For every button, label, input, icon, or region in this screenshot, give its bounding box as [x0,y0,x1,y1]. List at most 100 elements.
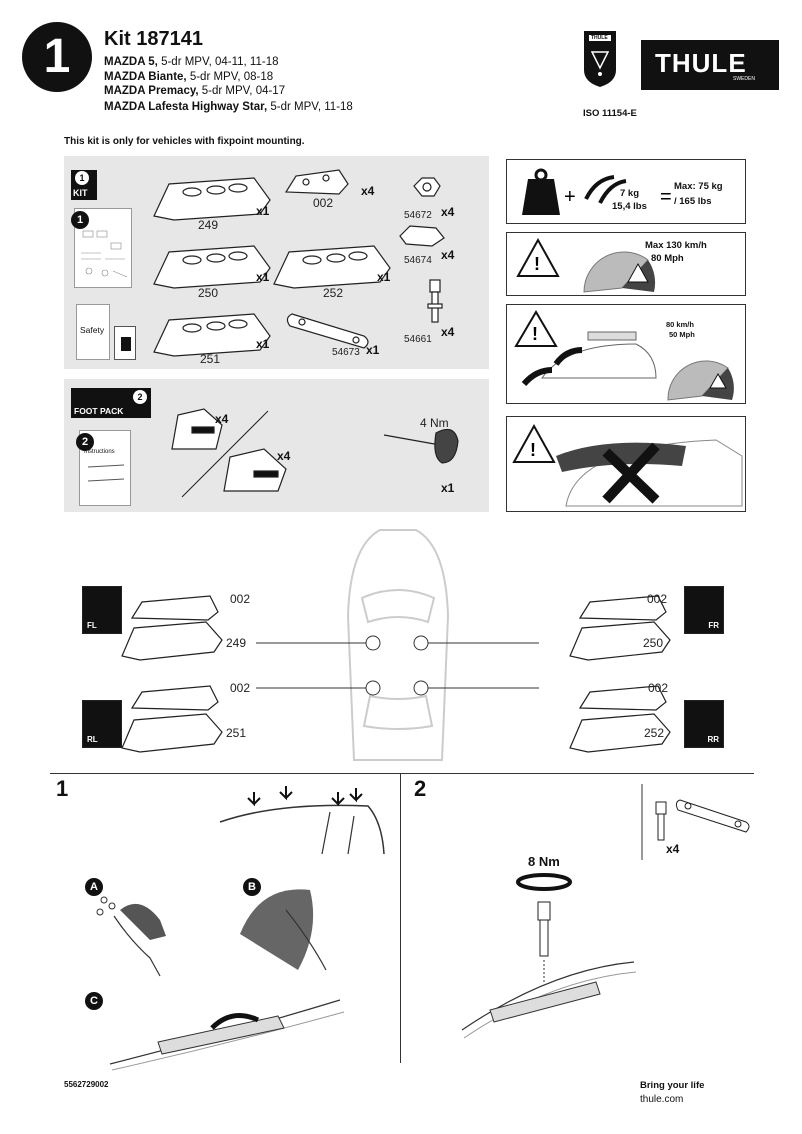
vehicle-line-1: MAZDA 5, 5-dr MPV, 04-11, 11-18 [104,56,279,68]
vehicle-model: MAZDA 5, [104,56,158,68]
brand-url[interactable]: thule.com [640,1094,684,1105]
rl-position-tag: RL [82,700,122,748]
sticker-icon [114,326,136,360]
step2-bolt-qty: x4 [666,842,680,856]
foot-pack-label: FOOT PACK [74,406,124,416]
foot-qty: x4 [215,412,229,426]
vehicle-detail: 5-dr MPV, 08-18 [186,71,274,83]
part-54672-qty: x4 [441,205,455,219]
fr-top-code: 002 [647,592,668,606]
booklet-number: 1 [71,211,89,229]
safety-booklet-icon: Safety [76,304,110,360]
fixpoint-note: This kit is only for vehicles with fixpo… [64,136,305,147]
part-252-code: 252 [323,286,344,300]
part-251-code: 251 [200,352,221,366]
safety-label: Safety [80,325,105,335]
kit-tag: 1 KIT [71,170,97,200]
steps-vertical-rule [400,773,401,1063]
speed-mph: 80 Mph [651,253,684,264]
step2-torque: 8 Nm [528,854,560,869]
fl-label: FL [87,621,97,630]
iso-standard: ISO 11154-E [583,108,637,119]
tool-qty: x1 [441,481,455,495]
vehicle-line-3: MAZDA Premacy, 5-dr MPV, 04-17 [104,85,285,97]
svg-text:!: ! [534,254,540,274]
load-warning-drawing: + = [522,168,672,215]
speed2-mph: 50 Mph [669,330,695,339]
part-54674-qty: x4 [441,248,455,262]
step2-bolt-plate-drawing [641,784,750,860]
step-1-number: 1 [56,776,69,801]
kit-tag-number: 1 [75,171,89,185]
part-54673-code: 54673 [332,347,360,358]
svg-text:!: ! [532,324,538,344]
guarantee-shield-icon: THULE [583,30,617,88]
rl-label: RL [87,735,98,744]
load-max-lbs: / 165 lbs [674,196,712,207]
vehicle-model: MAZDA Lafesta Highway Star, [104,101,268,113]
steps-top-rule [50,773,754,774]
no-roof-load-drawing: ! [512,423,743,507]
step-b-badge: B [243,878,261,896]
instructions-label: Instructions [84,449,115,455]
kit-tag-label: KIT [73,188,88,198]
rr-top-code: 002 [648,681,669,695]
guarantee-text: THULE [591,35,608,41]
kit-title: Kit 187141 [104,28,203,50]
part-251-qty: x1 [256,337,270,351]
fr-label: FR [708,621,719,630]
part-54673-qty: x1 [366,343,380,357]
svg-text:+: + [564,186,576,208]
brand-sub: SWEDEN [733,76,755,82]
foot-pack-booklet-number: 2 [76,433,94,451]
brand-tagline: Bring your life [640,1080,705,1091]
fl-position-tag: FL [82,586,122,634]
vehicle-model: MAZDA Biante, [104,71,187,83]
step1-mount-drawing [109,999,345,1071]
part-54661-qty: x4 [441,325,455,339]
part-002-qty: x4 [361,184,375,198]
step-2-number: 2 [414,776,427,801]
load-max-kg: Max: 75 kg [674,181,723,192]
vehicle-line-2: MAZDA Biante, 5-dr MPV, 08-18 [104,71,273,83]
fl-top-code: 002 [230,592,251,606]
step1-cleaning-drawing [96,889,327,977]
loaded-car-drawing: ! [514,310,734,401]
thule-logo: THULE SWEDEN [641,40,779,90]
rl-bottom-code: 251 [226,726,247,740]
tool-torque: 4 Nm [420,416,449,430]
part-250-code: 250 [198,286,219,300]
fr-bottom-code: 250 [643,636,664,650]
part-249-code: 249 [198,218,219,232]
fl-bottom-code: 249 [226,636,247,650]
rr-bottom-code: 252 [644,726,665,740]
instruction-booklet-icon: 1 [71,208,132,288]
foot-pack-drawing [171,408,459,498]
step-c-badge: C [85,992,103,1010]
part-250-qty: x1 [256,270,270,284]
step2-torque-drawing [461,873,637,1039]
step1-roof-drawing [219,786,385,855]
part-54672-code: 54672 [404,210,432,221]
rl-top-code: 002 [230,681,251,695]
rr-position-tag: RR [684,700,724,748]
part-54674-code: 54674 [404,255,432,266]
foot-pack-booklet-icon: 2 Instructions [76,430,131,506]
kit-parts-drawing [153,169,445,357]
part-002-code: 002 [313,196,334,210]
speed2-kmh: 80 km/h [666,320,694,329]
load-rack-kg: 7 kg [620,188,640,199]
foot-pack-number: 2 [133,390,147,404]
car-topview-drawing [346,529,450,761]
rr-label: RR [707,735,719,744]
vehicle-detail: 5-dr MPV, 04-11, 11-18 [157,56,279,68]
document-code: 5562729002 [64,1080,109,1089]
foot2-qty: x4 [277,449,291,463]
vehicle-line-4: MAZDA Lafesta Highway Star, 5-dr MPV, 11… [104,101,353,113]
load-rack-lbs: 15,4 lbs [612,201,647,212]
step-number-badge: 1 [22,22,92,92]
step-a-badge: A [85,878,103,896]
svg-text:!: ! [530,440,536,460]
foot-pack-box-icon: FOOT PACK 2 [71,388,151,418]
part-54661-code: 54661 [404,334,432,345]
